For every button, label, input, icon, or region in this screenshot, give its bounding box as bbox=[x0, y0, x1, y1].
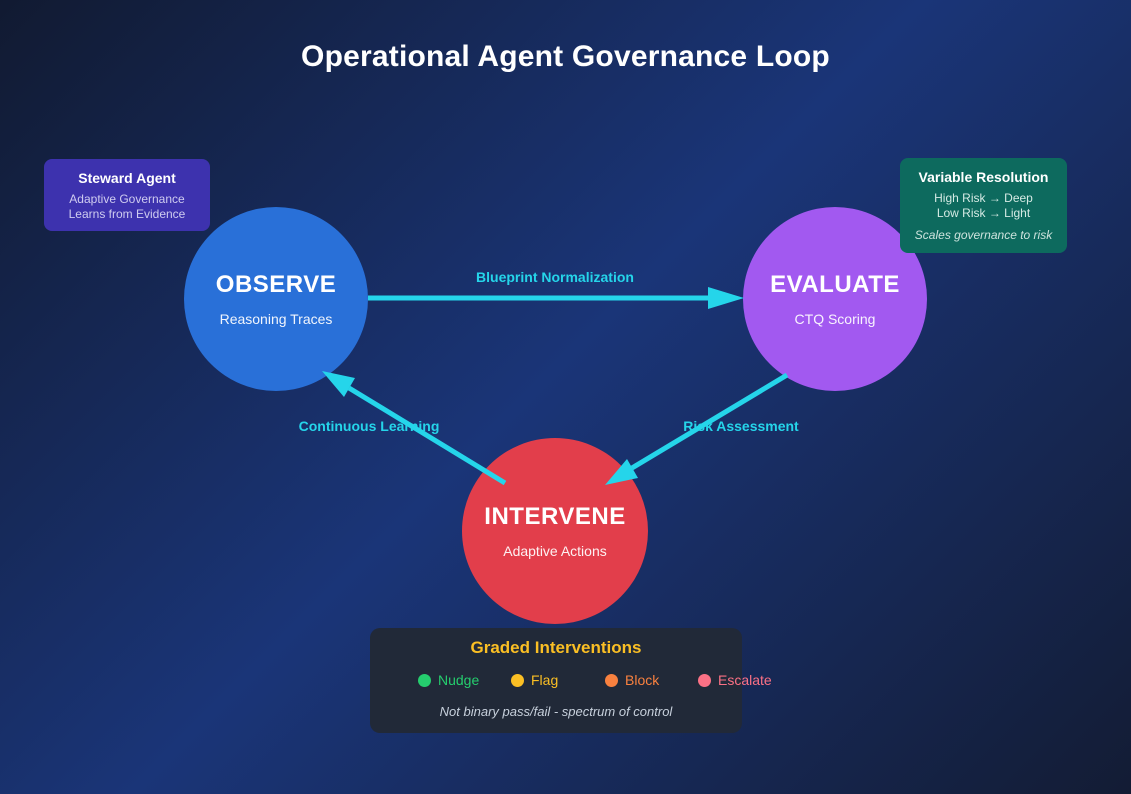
callout-steward-line2: Learns from Evidence bbox=[68, 206, 186, 221]
legend-item-nudge: Nudge bbox=[418, 672, 479, 688]
node-evaluate: EVALUATE CTQ Scoring bbox=[743, 207, 927, 391]
callout-variable-title: Variable Resolution bbox=[918, 169, 1049, 185]
legend-label-block: Block bbox=[625, 672, 660, 688]
node-observe: OBSERVE Reasoning Traces bbox=[184, 207, 368, 391]
graded-interventions-panel: Graded Interventions Nudge Flag Block Es… bbox=[370, 628, 772, 733]
legend-label-escalate: Escalate bbox=[718, 672, 772, 688]
flag-dot-icon bbox=[511, 673, 524, 687]
node-evaluate-sublabel: CTQ Scoring bbox=[794, 311, 876, 327]
callout-steward-agent: Steward Agent Adaptive Governance Learns… bbox=[44, 159, 210, 232]
nudge-dot-icon bbox=[418, 673, 431, 687]
arrow-right-icon bbox=[708, 287, 744, 309]
page-title: Operational Agent Governance Loop bbox=[301, 40, 830, 73]
callout-steward-title: Steward Agent bbox=[78, 170, 176, 186]
node-observe-sublabel: Reasoning Traces bbox=[219, 311, 333, 327]
escalate-dot-icon bbox=[698, 673, 711, 687]
node-observe-label: OBSERVE bbox=[215, 271, 337, 298]
graded-interventions-title: Graded Interventions bbox=[470, 638, 642, 657]
callout-steward-line1: Adaptive Governance bbox=[69, 192, 185, 206]
edge-label-continuous-learning: Continuous Learning bbox=[298, 418, 440, 434]
node-intervene-label: INTERVENE bbox=[484, 503, 626, 530]
callout-variable-line1: High Risk → Deep bbox=[934, 191, 1033, 205]
graded-interventions-note: Not binary pass/fail - spectrum of contr… bbox=[439, 704, 673, 719]
legend-item-block: Block bbox=[605, 672, 659, 688]
legend-label-nudge: Nudge bbox=[438, 672, 480, 688]
edge-label-risk-assessment: Risk Assessment bbox=[683, 418, 799, 434]
legend-item-escalate: Escalate bbox=[698, 672, 772, 688]
block-dot-icon bbox=[605, 673, 618, 687]
node-intervene: INTERVENE Adaptive Actions bbox=[462, 438, 648, 624]
callout-variable-resolution: Variable Resolution High Risk → Deep Low… bbox=[900, 158, 1067, 253]
callout-variable-note: Scales governance to risk bbox=[914, 228, 1053, 243]
node-evaluate-label: EVALUATE bbox=[770, 271, 900, 298]
callout-variable-line2: Low Risk → Light bbox=[936, 205, 1031, 220]
node-intervene-sublabel: Adaptive Actions bbox=[503, 543, 607, 559]
edge-label-blueprint-normalization: Blueprint Normalization bbox=[476, 269, 634, 285]
legend-label-flag: Flag bbox=[531, 672, 559, 688]
legend-item-flag: Flag bbox=[511, 672, 558, 688]
arrow-observe-to-evaluate bbox=[368, 287, 744, 309]
